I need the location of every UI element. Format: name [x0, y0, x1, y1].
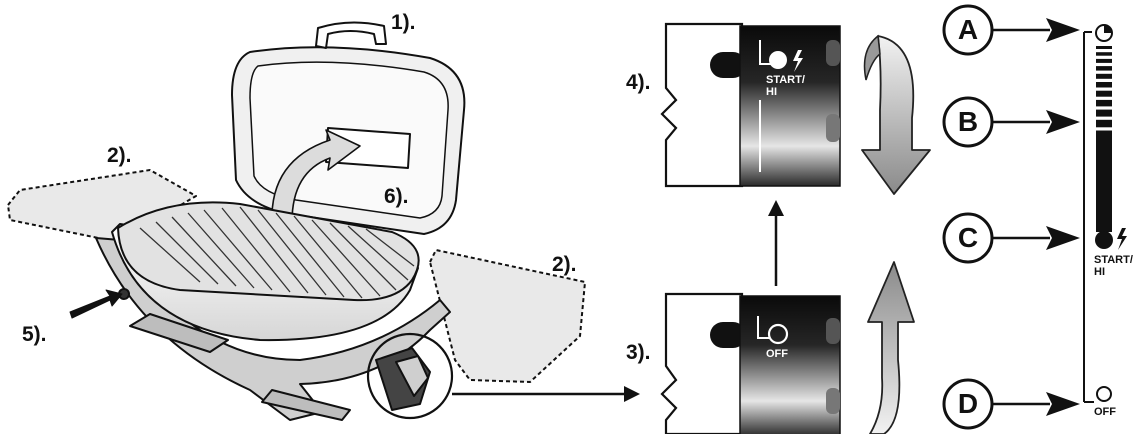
scale-bar-segment	[1096, 119, 1112, 128]
scale-solid-segment	[1096, 136, 1112, 232]
scale-bar-segment	[1096, 52, 1112, 56]
side-table-right	[429, 249, 586, 383]
knob-start-label-line1: START/	[766, 74, 805, 86]
scale-bar-segment	[1096, 90, 1112, 97]
marker-b-letter: B	[957, 106, 979, 137]
grill-grate-bars	[139, 206, 415, 299]
igniter-arrow	[69, 289, 123, 319]
rotate-up-arrow	[867, 261, 915, 435]
knob-off-body	[739, 295, 841, 437]
scale-off-label: OFF	[1094, 406, 1116, 418]
label-pointer-arrow	[271, 129, 361, 223]
callout-igniter-button: 5).	[22, 323, 47, 346]
grill-illustration	[7, 21, 586, 421]
grill-foot-left	[129, 313, 229, 353]
side-table-left	[7, 169, 197, 243]
knob-start-hi-dot	[769, 51, 787, 69]
knob-off-dot	[767, 323, 789, 345]
transition-arrow	[768, 200, 784, 286]
scale-ignition-icon	[1117, 228, 1127, 250]
scale-start-label-line1: START/	[1094, 254, 1133, 266]
knob-off-notch-bottom	[826, 388, 840, 414]
knob-off-pointer-line	[757, 316, 770, 339]
callout-knob-start: 4).	[626, 71, 651, 94]
scale-bar-segment	[1096, 99, 1112, 107]
scale-markers	[942, 4, 1080, 430]
rotate-down-arrow-fold	[863, 34, 881, 81]
knob-start-notch-top	[826, 40, 840, 66]
scale-bar-segment	[1096, 73, 1112, 79]
knob-start-pointer-line	[759, 40, 774, 65]
callout-side-table-left: 2).	[107, 144, 132, 167]
callout-lid-label: 6).	[384, 185, 409, 208]
callout-knob-off: 3).	[626, 341, 651, 364]
scale-bars	[1096, 46, 1112, 151]
knob-start-ignition-icon	[793, 50, 803, 72]
scale-bar-segment	[1096, 46, 1112, 49]
marker-c-arrowhead	[1046, 226, 1080, 250]
knob-panel-off	[660, 292, 841, 437]
knob-start-body	[739, 25, 841, 187]
scale-off-dot	[1096, 386, 1112, 402]
marker-a-arrowhead	[1046, 18, 1080, 42]
grill-foot-right	[261, 389, 351, 421]
scale-start-dot	[1095, 231, 1113, 249]
knob-off-tab	[710, 322, 746, 348]
scale-bar-segment	[1096, 58, 1112, 63]
marker-d-letter: D	[957, 388, 979, 419]
scale-bar-segment	[1096, 109, 1112, 117]
knob-start-notch-bottom	[826, 114, 840, 142]
rotate-down-arrow	[861, 35, 931, 195]
knob-off-label: OFF	[766, 348, 788, 360]
scale-bar-segment	[1096, 82, 1112, 88]
knob-off-notch-top	[826, 318, 840, 344]
control-knob-face	[395, 355, 429, 397]
knob-panel-start	[660, 22, 841, 188]
knob-start-tab	[710, 52, 746, 78]
marker-a-letter: A	[957, 14, 979, 45]
lid-handle	[315, 21, 387, 49]
callout-side-table-right: 2).	[552, 253, 577, 276]
knob-panel-off-bezel	[660, 292, 744, 436]
knob-panel-start-bezel	[660, 22, 744, 188]
knob-start-label-line2: HI	[766, 86, 777, 98]
zoom-arrow	[452, 386, 640, 402]
scale-start-label-line2: HI	[1094, 266, 1105, 278]
marker-c-letter: C	[957, 222, 979, 253]
scale-bar-segment	[1096, 66, 1112, 71]
heat-scale	[1083, 24, 1127, 403]
callout-lid-handle: 1).	[391, 11, 416, 34]
marker-d-arrowhead	[1046, 392, 1080, 416]
marker-b-arrowhead	[1046, 110, 1080, 134]
knob-zoom-circle	[366, 332, 454, 420]
scale-bar-segment	[1096, 130, 1112, 139]
